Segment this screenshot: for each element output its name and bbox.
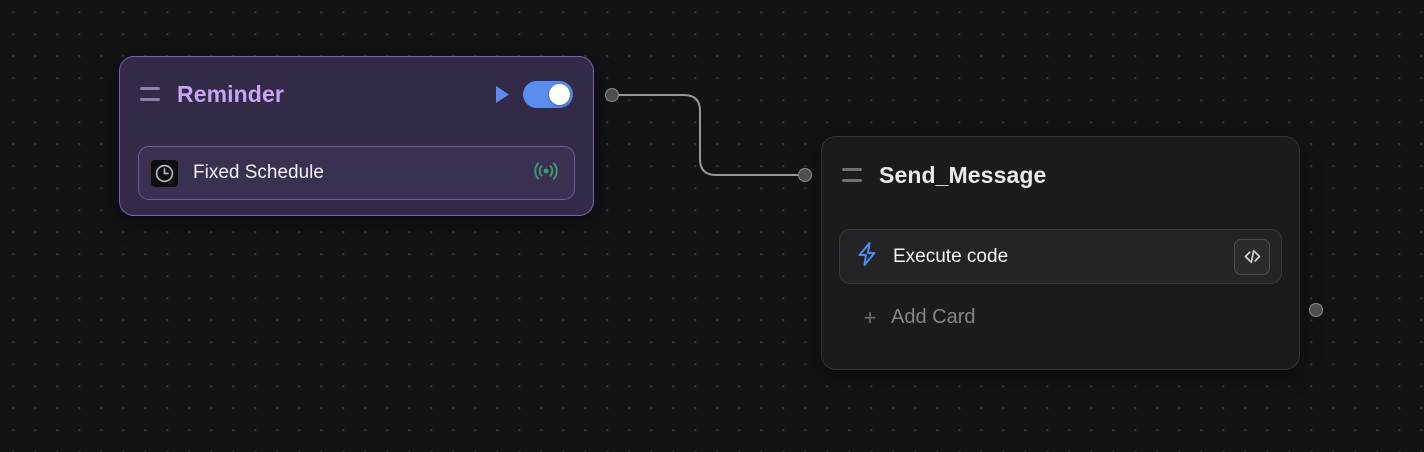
- add-card-button[interactable]: + Add Card: [862, 306, 976, 329]
- node-send-message[interactable]: Send_Message Execute code: [821, 136, 1300, 370]
- enable-toggle[interactable]: [523, 80, 573, 108]
- node-reminder-header[interactable]: Reminder: [120, 57, 593, 131]
- card-fixed-schedule-label: Fixed Schedule: [193, 162, 324, 183]
- add-card-label: Add Card: [891, 306, 976, 328]
- drag-handle-line: [140, 98, 160, 101]
- action-input-port[interactable]: [798, 168, 812, 182]
- drag-handle-icon[interactable]: [140, 87, 160, 101]
- drag-handle-line: [842, 179, 862, 182]
- card-execute-code-label: Execute code: [893, 245, 1009, 267]
- drag-handle-line: [140, 87, 160, 90]
- plus-icon: +: [863, 304, 877, 330]
- drag-handle-icon[interactable]: [842, 168, 862, 182]
- toggle-knob: [549, 83, 570, 105]
- card-fixed-schedule[interactable]: Fixed Schedule: [138, 146, 575, 200]
- play-icon[interactable]: [489, 81, 515, 107]
- node-reminder-title: Reminder: [177, 80, 284, 107]
- node-reminder[interactable]: Reminder Fixed Schedule: [119, 56, 594, 216]
- clock-icon: [151, 159, 178, 187]
- code-brackets-icon[interactable]: [1234, 238, 1270, 275]
- broadcast-icon[interactable]: [532, 160, 560, 187]
- action-output-port[interactable]: [1309, 303, 1323, 317]
- card-execute-code[interactable]: Execute code: [839, 229, 1282, 284]
- node-send-message-header[interactable]: Send_Message: [822, 137, 1299, 213]
- trigger-output-port[interactable]: [605, 88, 619, 102]
- trigger-to-action-edge: [613, 94, 805, 176]
- drag-handle-line: [842, 168, 862, 171]
- lightning-bolt-icon: [855, 241, 879, 272]
- node-send-message-title: Send_Message: [879, 161, 1047, 188]
